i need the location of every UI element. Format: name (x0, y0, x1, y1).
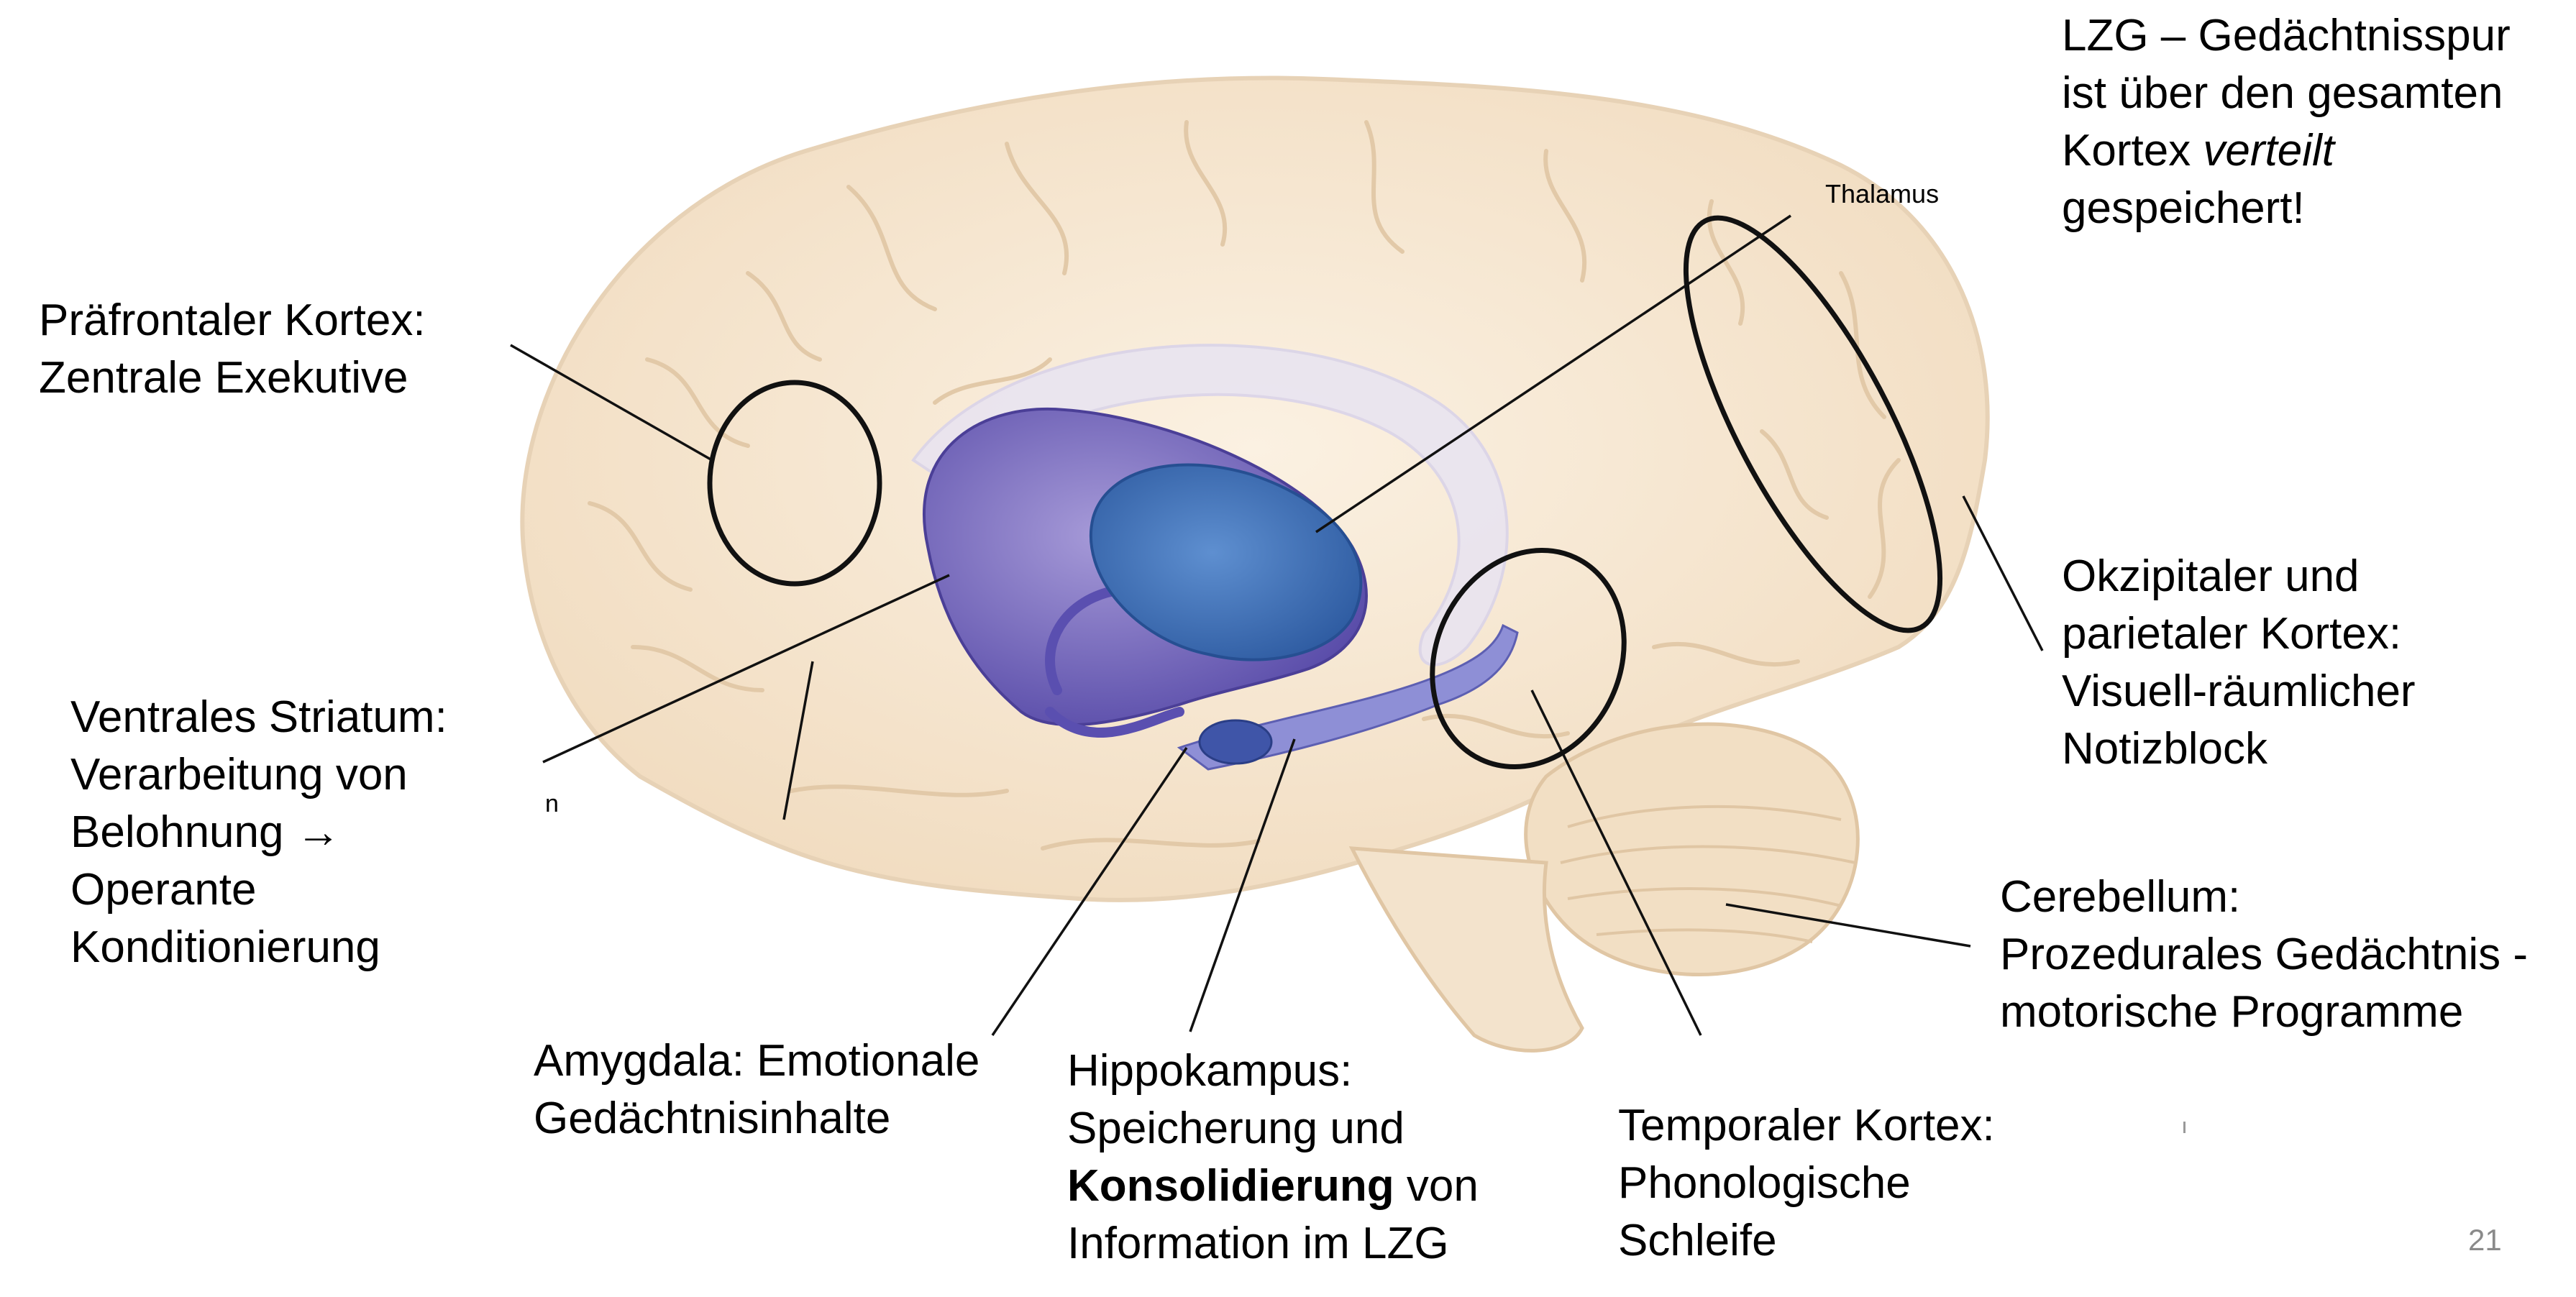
striatum-line-4: Operante (70, 865, 257, 915)
okzipital-line-1: Okzipitaler und (2062, 551, 2360, 601)
cerebellum-line-1: Cerebellum: (2000, 872, 2241, 922)
corpus-callosum (911, 344, 1509, 666)
hippokampus-label: Hippokampus: Speicherung und Konsolidier… (1067, 1042, 1479, 1273)
thalamus-shape (1089, 463, 1363, 661)
stray-mark (2183, 1122, 2186, 1133)
lzg-note: LZG – Gedächtnisspur ist über den gesamt… (2062, 7, 2511, 237)
striatum-line-1: Ventrales Striatum: (70, 692, 447, 742)
okzipital-line-3: Visuell-räumlicher (2062, 666, 2416, 716)
okzipital-line-2: parietaler Kortex: (2062, 609, 2402, 659)
striatum-line-3: Belohnung → (70, 807, 341, 857)
hippokampus-line-3-rest: von (1394, 1161, 1479, 1211)
temporal-label: Temporaler Kortex: Phonologische Schleif… (1618, 1097, 1995, 1270)
striatum-label: Ventrales Striatum: Verarbeitung von Bel… (70, 689, 447, 976)
hippokampus-line-3: Konsolidierung von (1067, 1158, 1479, 1215)
praefrontal-line-2: Zentrale Exekutive (39, 353, 408, 403)
brainstem (1348, 846, 1584, 1053)
okzipital-label: Okzipitaler und parietaler Kortex: Visue… (2062, 548, 2416, 778)
lzg-line-2: ist über den gesamten (2062, 68, 2503, 118)
lzg-line-1: LZG – Gedächtnisspur (2062, 11, 2511, 60)
temporal-circle (1430, 547, 1627, 770)
leader-striatum-2 (782, 661, 814, 820)
leader-temporal (1530, 689, 1702, 1036)
temporal-line-2: Phonologische (1618, 1158, 1911, 1208)
leader-amygdala (991, 747, 1188, 1036)
cut-label-fragment: n (545, 790, 559, 817)
amygdala-label: Amygdala: Emotionale Gedächtnisinhalte (534, 1032, 979, 1147)
okzipital-line-4: Notizblock (2062, 724, 2267, 774)
cerebellum-shape (1524, 722, 1860, 977)
striatum-line-5: Konditionierung (70, 922, 380, 972)
hippokampus-line-4: Information im LZG (1067, 1219, 1449, 1268)
amygdala-line-2: Gedächtnisinhalte (534, 1094, 891, 1143)
cerebellum-line-3: motorische Programme (2000, 987, 2464, 1037)
cerebellum-label: Cerebellum: Prozedurales Gedächtnis - mo… (2000, 869, 2528, 1041)
lzg-line-4: gespeichert! (2062, 183, 2305, 233)
lzg-line-3: Kortex verteilt (2062, 122, 2511, 180)
leader-hippokampus (1189, 738, 1296, 1032)
page-number: 21 (2468, 1223, 2502, 1257)
fornix (1045, 585, 1184, 738)
praefrontal-label: Präfrontaler Kortex: Zentrale Exekutive (39, 292, 426, 407)
cerebellum-line-2: Prozedurales Gedächtnis - (2000, 930, 2529, 979)
cerebellum-folia (1560, 805, 1856, 943)
amygdala-shape (1198, 719, 1273, 765)
hippokampus-line-3-bold: Konsolidierung (1067, 1161, 1394, 1211)
striatum-line-2: Verarbeitung von (70, 750, 408, 799)
hippokampus-line-1: Hippokampus: (1067, 1046, 1353, 1096)
lzg-line-3-a: Kortex (2062, 126, 2203, 175)
prefrontal-circle (707, 380, 882, 587)
temporal-line-1: Temporaler Kortex: (1618, 1101, 1995, 1150)
leader-thalamus (1315, 214, 1791, 533)
praefrontal-line-1: Präfrontaler Kortex: (39, 295, 426, 345)
leader-lines (510, 214, 2044, 1036)
gyri-folds (588, 120, 1901, 851)
thalamus-label: Thalamus (1825, 179, 1940, 208)
leader-cerebellum (1725, 903, 1971, 948)
hippokampus-line-2: Speicherung und (1067, 1104, 1405, 1153)
lzg-line-3-b: verteilt (2203, 126, 2335, 175)
temporal-line-3: Schleife (1618, 1216, 1777, 1265)
amygdala-line-1: Amygdala: Emotionale (534, 1036, 980, 1086)
leader-praefrontal (510, 344, 713, 462)
leader-okzipital (1962, 495, 2044, 651)
leader-striatum (542, 574, 950, 764)
occipital-circle (1683, 215, 1943, 633)
